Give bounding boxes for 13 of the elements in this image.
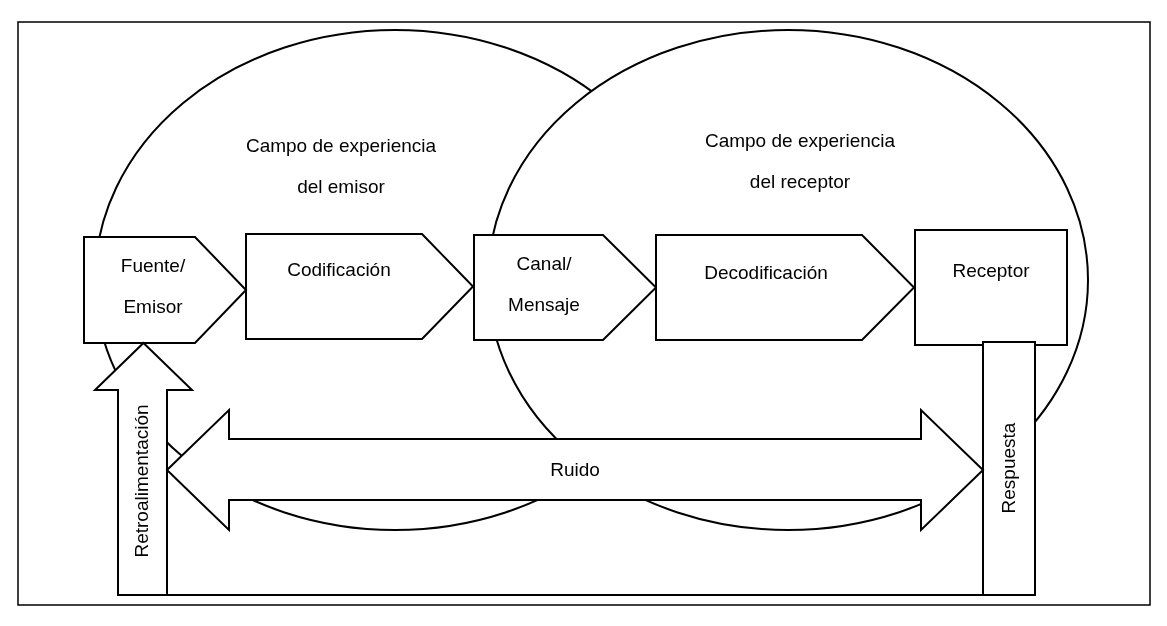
node-label: Ruido xyxy=(549,458,601,482)
node-label: Fuente/ Emisor xyxy=(119,254,187,319)
node-label: Respuesta xyxy=(997,422,1020,514)
node-label: Campo de experiencia del receptor xyxy=(703,129,897,194)
node-label: Campo de experiencia del emisor xyxy=(244,134,438,199)
double-block-arrow xyxy=(165,407,985,533)
node-label: Codificación xyxy=(286,258,392,282)
node-label: Retroalimentación xyxy=(130,404,153,558)
node-label: Canal/ Mensaje xyxy=(507,252,581,317)
node-label: Receptor xyxy=(951,259,1031,283)
connector-line xyxy=(166,594,984,596)
block-arrow xyxy=(92,341,195,596)
node-label: Decodificación xyxy=(703,261,829,285)
